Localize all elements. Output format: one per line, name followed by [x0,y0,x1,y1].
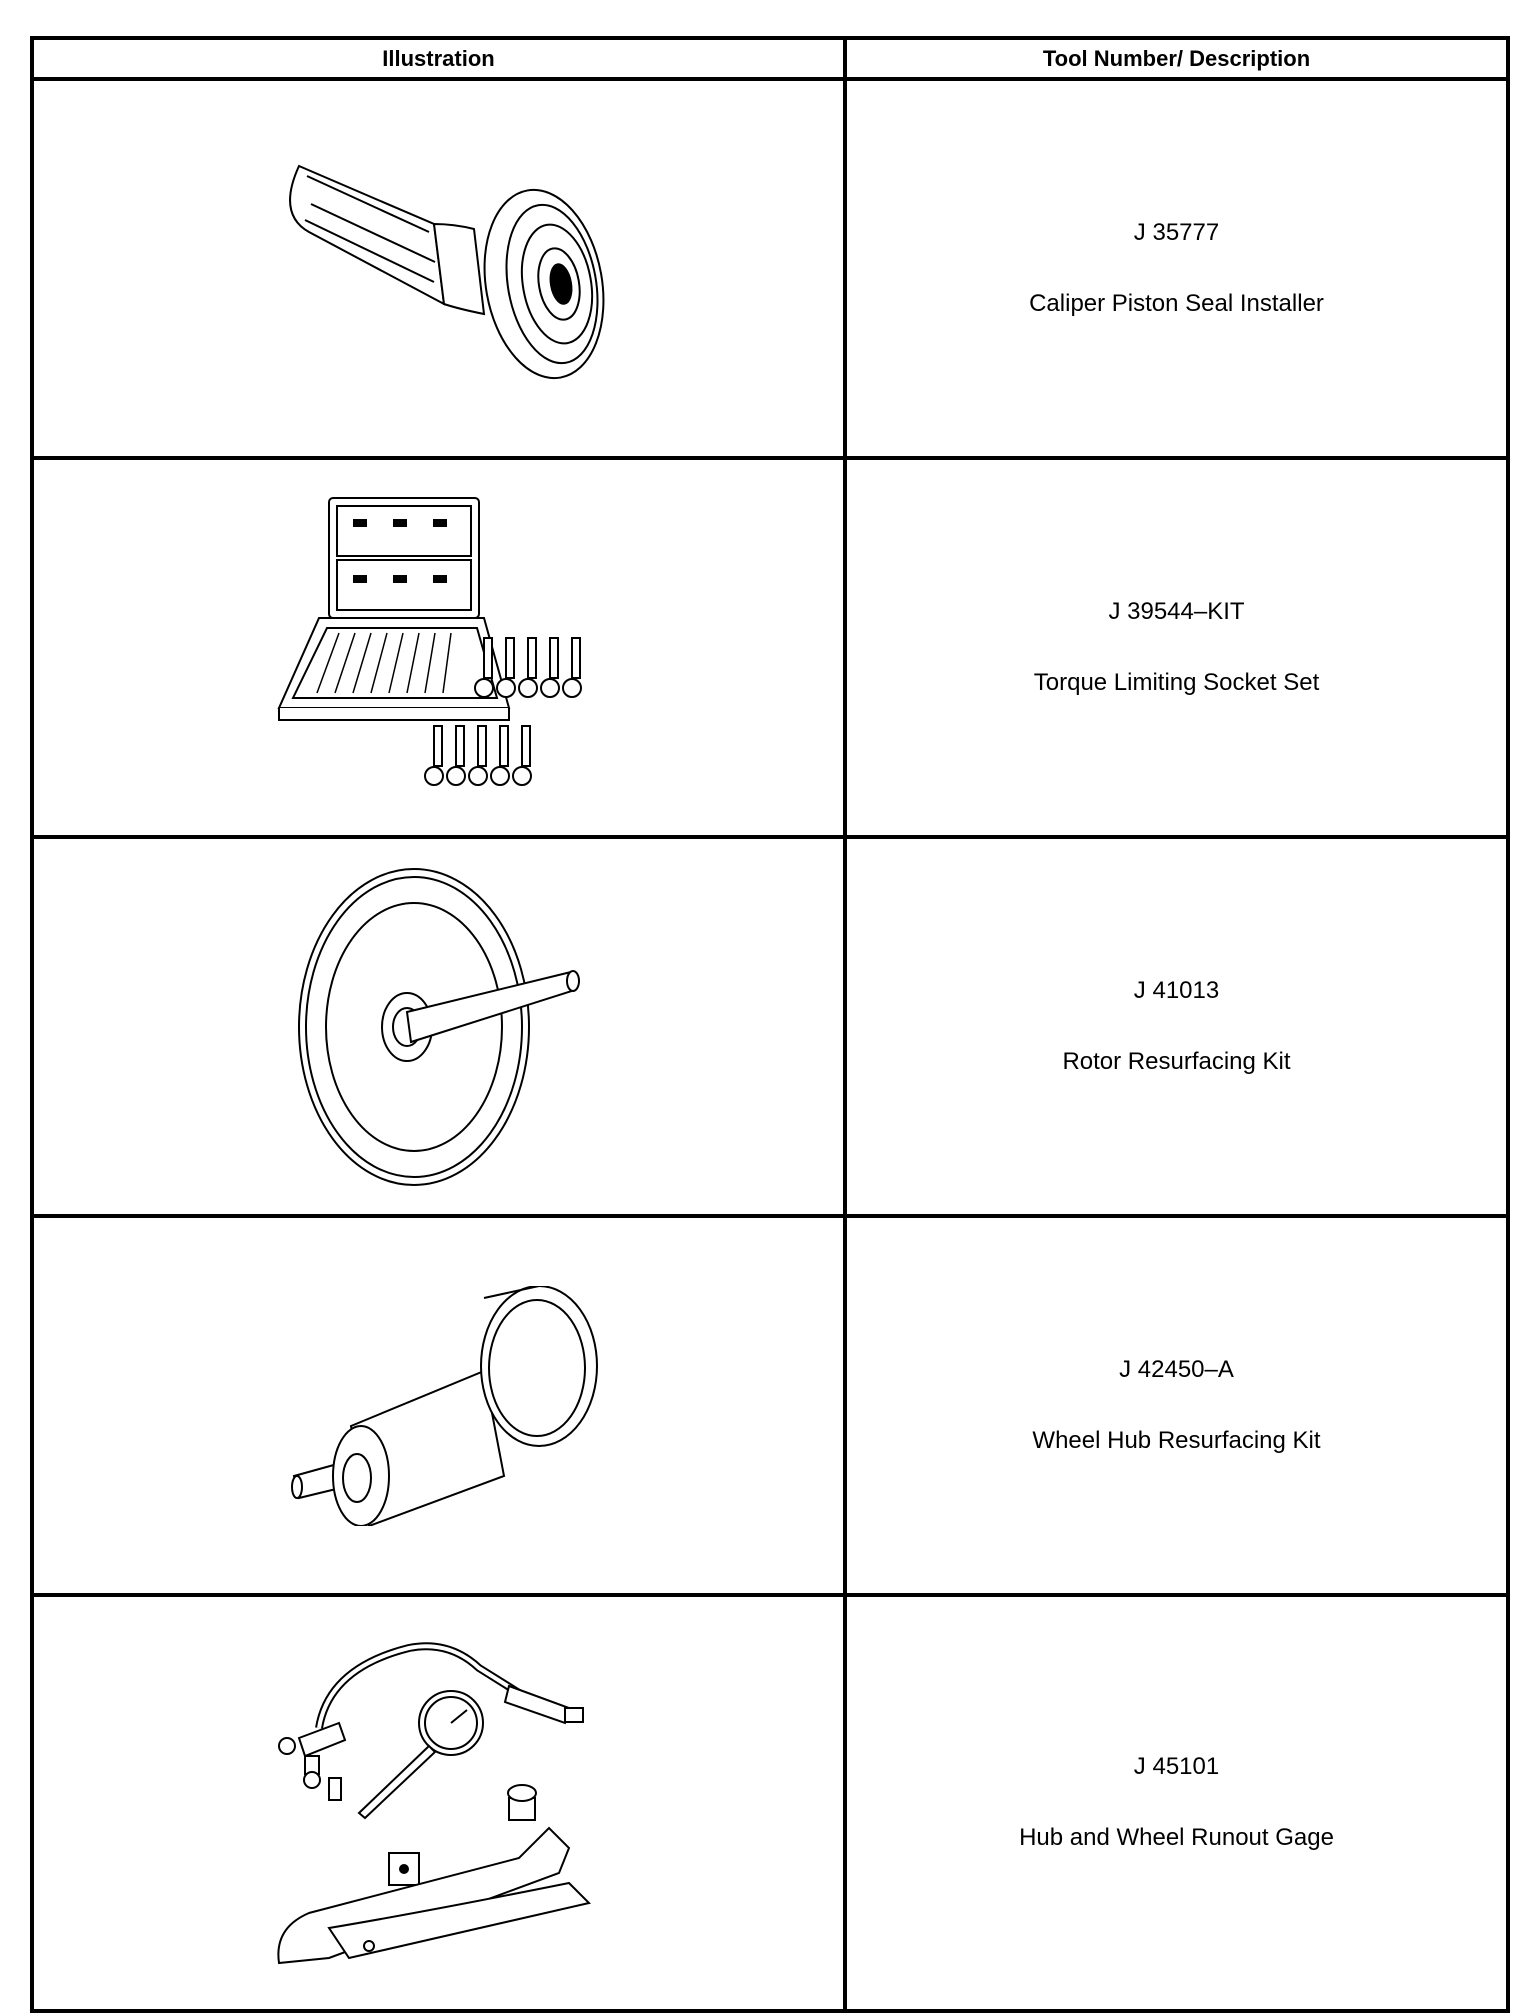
illustration-cell [30,456,847,839]
table-row: J 39544–KIT Torque Limiting Socket Set [30,456,1510,839]
tool-number: J 45101 [1133,1753,1220,1781]
runout-gage-icon [269,1628,609,1978]
illustration-cell [30,835,847,1218]
header-illustration: Illustration [30,36,847,81]
tool-description: Hub and Wheel Runout Gage [1019,1824,1334,1851]
tool-number: J 42450–A [1119,1355,1234,1383]
tool-number: J 41013 [1133,976,1220,1004]
tool-number: J 35777 [1133,218,1220,246]
table-row: J 42450–A Wheel Hub Resurfacing Kit [30,1214,1510,1597]
table-row: J 35777 Caliper Piston Seal Installer [30,77,1510,460]
tool-number: J 39544–KIT [1108,597,1245,625]
tool-description: Caliper Piston Seal Installer [1029,289,1324,317]
header-row: Illustration Tool Number/ Description [30,36,1510,81]
tool-cell: J 41013 Rotor Resurfacing Kit [843,835,1510,1218]
illustration-cell [30,1214,847,1597]
tool-cell: J 39544–KIT Torque Limiting Socket Set [843,456,1510,839]
table-row: J 45101 Hub and Wheel Runout Gage [30,1593,1510,2013]
socket-set-icon [269,488,609,808]
tool-cell: J 45101 Hub and Wheel Runout Gage [843,1593,1510,2013]
tool-cell: J 42450–A Wheel Hub Resurfacing Kit [843,1214,1510,1597]
tool-description: Rotor Resurfacing Kit [1062,1047,1291,1075]
rotor-kit-icon [289,862,589,1192]
tool-description: Wheel Hub Resurfacing Kit [1032,1426,1321,1454]
illustration-cell [30,1593,847,2013]
header-tool-number-description: Tool Number/ Description [843,36,1510,81]
table-row: J 41013 Rotor Resurfacing Kit [30,835,1510,1218]
special-tools-table: Illustration Tool Number/ Description [30,36,1510,2013]
tool-cell: J 35777 Caliper Piston Seal Installer [843,77,1510,460]
seal-installer-icon [269,154,609,384]
illustration-cell [30,77,847,460]
tool-description: Torque Limiting Socket Set [1033,668,1320,696]
hub-kit-icon [279,1285,599,1526]
